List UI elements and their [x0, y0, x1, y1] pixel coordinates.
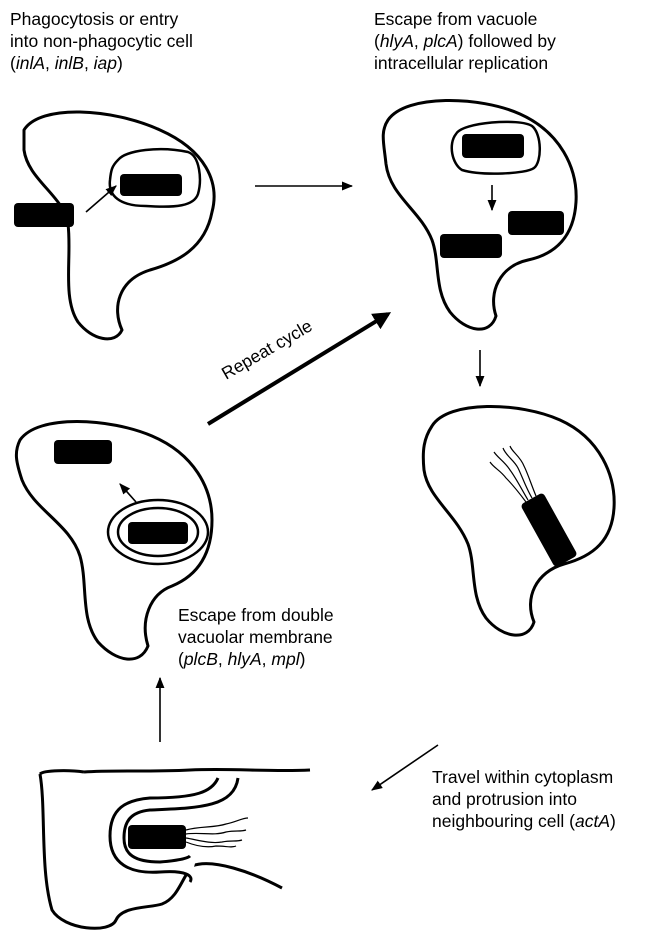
- label-entry-genes: (inlA, inlB, iap): [10, 52, 193, 74]
- protrusion-inner-membrane: [124, 778, 238, 862]
- cell-actin-outline: [423, 406, 614, 635]
- gene-actA: actA: [575, 811, 610, 831]
- gene-plcA: plcA: [424, 31, 458, 51]
- label-travel-line3: neighbouring cell (actA): [432, 810, 616, 832]
- label-double-line1: Escape from double: [178, 604, 334, 626]
- label-double-membrane: Escape from double vacuolar membrane (pl…: [178, 604, 334, 670]
- bacterium-entering: [120, 174, 182, 196]
- label-travel: Travel within cytoplasm and protrusion i…: [432, 766, 616, 832]
- arrow-to-neighbour: [372, 745, 438, 790]
- label-escape-line1: Escape from vacuole: [374, 8, 556, 30]
- gene-hlyA: hlyA: [380, 31, 414, 51]
- cell-actin-group: [423, 406, 614, 635]
- repeat-cycle-label: Repeat cycle: [218, 316, 316, 384]
- cell-entry-group: [14, 112, 214, 339]
- gene-inlB: inlB: [55, 53, 84, 73]
- label-entry: Phagocytosis or entry into non-phagocyti…: [10, 8, 193, 74]
- gene-mpl: mpl: [271, 649, 299, 669]
- label-travel-line2: and protrusion into: [432, 788, 616, 810]
- label-double-genes: (plcB, hlyA, mpl): [178, 648, 334, 670]
- bacterium-double-membrane: [128, 522, 188, 544]
- label-double-line2: vacuolar membrane: [178, 626, 334, 648]
- bacterium-released: [54, 440, 112, 464]
- gene-plcB: plcB: [184, 649, 218, 669]
- cell-escape-group: [383, 100, 576, 329]
- label-entry-line1: Phagocytosis or entry: [10, 8, 193, 30]
- bacterium-replicated-1: [508, 211, 564, 235]
- label-escape-line3: intracellular replication: [374, 52, 556, 74]
- bacterium-protrusion: [128, 825, 186, 849]
- label-travel-line1: Travel within cytoplasm: [432, 766, 616, 788]
- label-escape-line2: (hlyA, plcA) followed by: [374, 30, 556, 52]
- label-escape-vacuole: Escape from vacuole (hlyA, plcA) followe…: [374, 8, 556, 74]
- label-entry-line2: into non-phagocytic cell: [10, 30, 193, 52]
- neighbour-left-wall: [40, 771, 84, 774]
- bacterium-replicated-2: [440, 234, 502, 258]
- bacterium-in-vacuole: [462, 134, 524, 158]
- gene-iap: iap: [94, 53, 117, 73]
- gene-hlyA-2: hlyA: [228, 649, 262, 669]
- gene-inlA: inlA: [16, 53, 45, 73]
- neighbouring-cells-group: [40, 769, 310, 928]
- bacterium-outside: [14, 203, 74, 227]
